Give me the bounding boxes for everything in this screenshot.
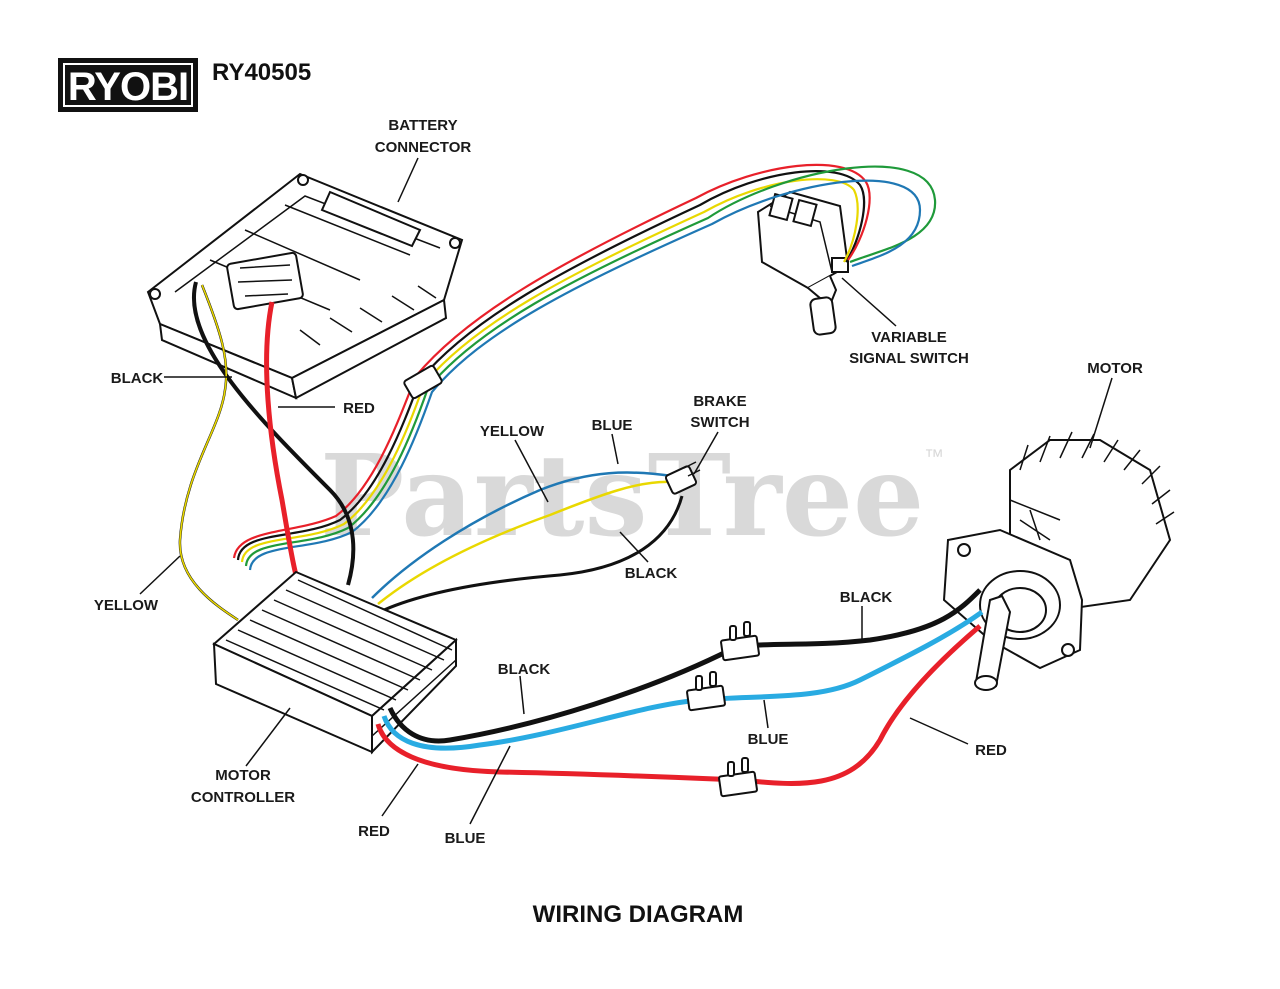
yellow-wire-label-left: YELLOW — [94, 597, 159, 614]
red-wire-label-left: RED — [343, 400, 375, 417]
variable-signal-switch — [756, 190, 850, 336]
brake-wires — [371, 471, 684, 612]
motor-label: MOTOR — [1087, 360, 1143, 377]
wire-connectors — [686, 621, 760, 798]
battery-connector — [146, 172, 464, 400]
logo-text: RYOBI — [68, 65, 188, 109]
red-wire-label-right: RED — [975, 742, 1007, 759]
motor — [942, 431, 1175, 691]
battery-leads — [178, 281, 356, 622]
model-number: RY40505 — [212, 59, 311, 86]
brake-switch-label-line1: BRAKE — [693, 393, 746, 410]
blue-wire-label-top: BLUE — [592, 417, 633, 434]
yellow-wire-label-top: YELLOW — [480, 423, 545, 440]
motor-controller-label-line1: MOTOR — [215, 767, 271, 784]
variable-signal-switch-label-line2: SIGNAL SWITCH — [849, 350, 969, 367]
black-wire-label-middle: BLACK — [498, 661, 551, 678]
blue-wire-connector — [686, 671, 726, 712]
black-wire-label-right: BLACK — [840, 589, 893, 606]
blue-wire-label-middle: BLUE — [748, 731, 789, 748]
variable-signal-switch-label-line1: VARIABLE — [871, 329, 947, 346]
leader-lines — [139, 157, 1113, 825]
diagram-title: WIRING DIAGRAM — [533, 901, 744, 928]
battery-connector-label-line1: BATTERY — [388, 117, 457, 134]
black-wire-connector — [720, 621, 760, 662]
blue-wire-label-bottom: BLUE — [445, 830, 486, 847]
black-wire-label-left: BLACK — [111, 370, 164, 387]
motor-leads — [375, 588, 984, 786]
labels: BATTERY CONNECTOR VARIABLE SIGNAL SWITCH… — [94, 117, 1143, 847]
red-wire-connector — [718, 757, 758, 798]
watermark-tm: ™ — [924, 446, 944, 468]
brake-switch-label-line2: SWITCH — [690, 414, 749, 431]
motor-controller-label-line2: CONTROLLER — [191, 789, 295, 806]
red-wire-label-bottom: RED — [358, 823, 390, 840]
ryobi-logo: RYOBI — [58, 58, 198, 112]
watermark: PartsTree — [320, 431, 924, 562]
battery-connector-label-line2: CONNECTOR — [375, 139, 472, 156]
black-wire-label-brake: BLACK — [625, 565, 678, 582]
